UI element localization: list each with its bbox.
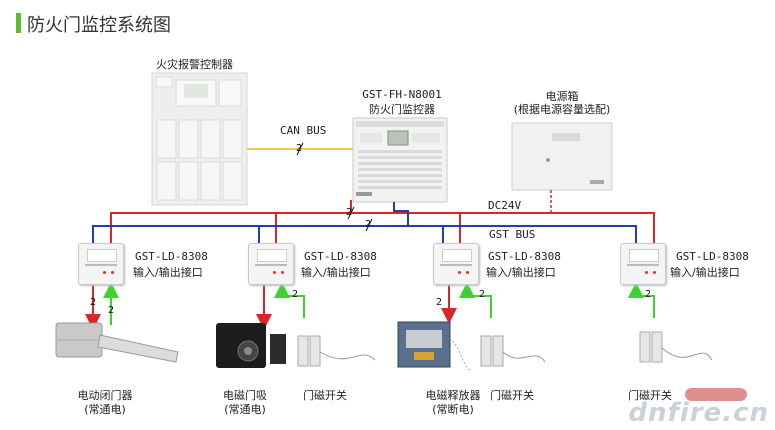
door-closer-label: 电动闭门器 — [77, 389, 133, 402]
module1-control-count: 2 — [90, 297, 97, 308]
module2-feedback-count: 2 — [292, 289, 299, 300]
title-accent-bar — [16, 13, 21, 33]
module3-feedback-count: 2 — [479, 289, 486, 300]
power-wire-count: 2 — [346, 207, 353, 218]
can-bus-label: CAN BUS — [280, 124, 327, 137]
door-switch-2 — [480, 335, 546, 367]
door-switch-3 — [639, 331, 713, 363]
power-box-cabinet — [511, 122, 613, 191]
release-note: (常断电) — [432, 403, 474, 416]
module4-model: GST-LD-8308 — [676, 250, 749, 263]
module2-model: GST-LD-8308 — [304, 250, 377, 263]
page-title: 防火门监控系统图 — [27, 15, 171, 36]
fire-alarm-controller-label: 火灾报警控制器 — [156, 58, 233, 71]
io-module-3 — [433, 243, 479, 285]
can-wire-count: 2 — [296, 143, 303, 154]
release-label: 电磁释放器 — [425, 389, 481, 402]
power-box-note: (根据电源容量选配) — [513, 103, 611, 116]
io-module-2 — [248, 243, 294, 285]
module4-feedback-count: 2 — [645, 289, 652, 300]
switch1-label: 门磁开关 — [303, 389, 347, 402]
watermark-badge — [685, 388, 747, 401]
holder-note: (常通电) — [224, 403, 266, 416]
module1-name: 输入/输出接口 — [133, 266, 203, 279]
module3-control-count: 2 — [436, 297, 443, 308]
door-closer-note: (常通电) — [84, 403, 126, 416]
module4-name: 输入/输出接口 — [670, 266, 740, 279]
fire-alarm-controller-cabinet — [151, 72, 248, 206]
module1-model: GST-LD-8308 — [135, 250, 208, 263]
module3-model: GST-LD-8308 — [488, 250, 561, 263]
monitor-name-label: 防火门监控器 — [369, 103, 435, 116]
watermark-text: dnfire.cn — [628, 398, 769, 428]
holder-label: 电磁门吸 — [223, 389, 267, 402]
electromagnetic-holder-device — [216, 323, 286, 368]
bus-wire-count: 2 — [365, 219, 372, 230]
switch3-label: 门磁开关 — [628, 389, 672, 402]
module1-feedback-count: 2 — [108, 305, 115, 316]
door-switch-1 — [297, 335, 376, 367]
door-closer-device — [55, 322, 179, 363]
monitor-model-label: GST-FH-N8001 — [362, 88, 442, 101]
io-module-4 — [620, 243, 666, 285]
module3-name: 输入/输出接口 — [486, 266, 556, 279]
electromagnetic-release-device — [397, 321, 471, 371]
gst-bus-label: GST BUS — [489, 228, 536, 241]
io-module-1 — [78, 243, 124, 285]
power-box-label: 电源箱 — [545, 90, 579, 103]
dc24v-label: DC24V — [488, 199, 522, 212]
switch2-label: 门磁开关 — [490, 389, 534, 402]
module2-name: 输入/输出接口 — [301, 266, 371, 279]
door-monitor-panel — [352, 117, 448, 203]
